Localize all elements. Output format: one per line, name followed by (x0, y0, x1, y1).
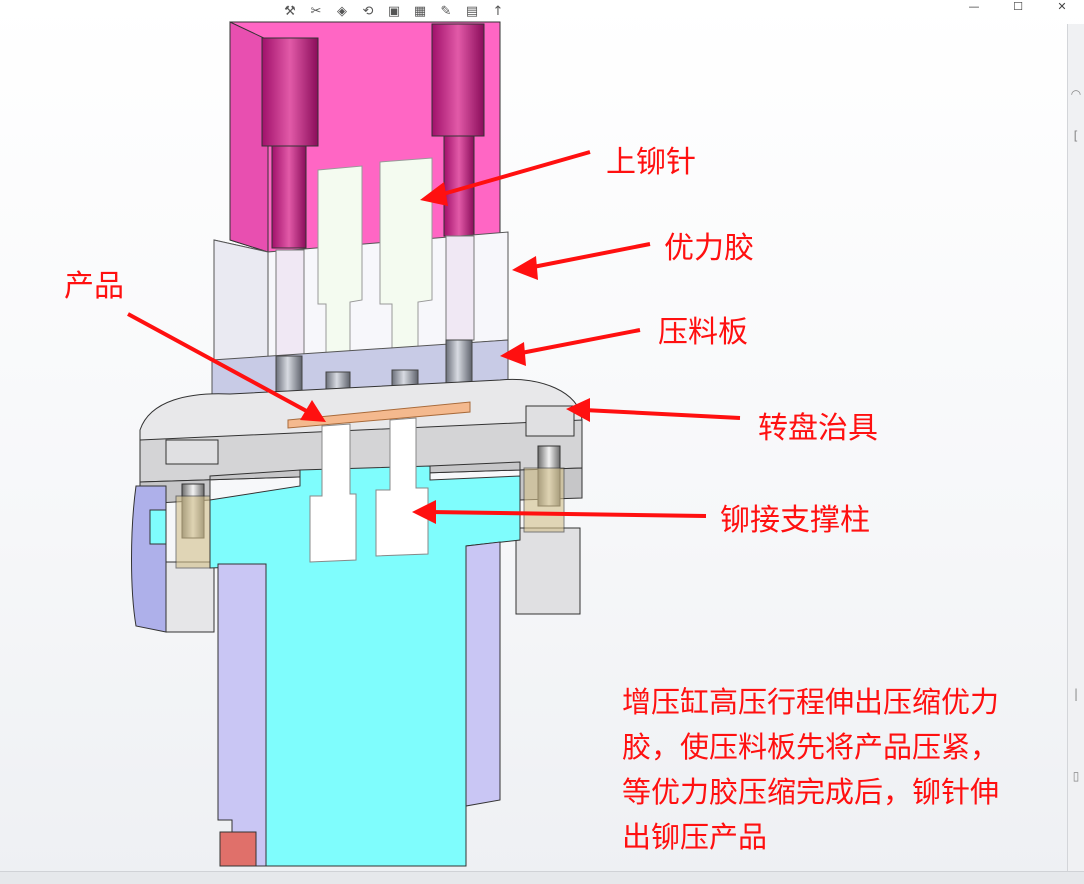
view-toolbar: ⚒ ✂ ◈ ⟲ ▣ ▦ ✎ ▤ ↑ (282, 0, 622, 24)
grid-icon[interactable]: ▦ (413, 4, 427, 19)
arrow-head-rivet-support-post (412, 500, 436, 524)
label-pressure-plate: 压料板 (658, 315, 748, 350)
process-description-note: 增压缸高压行程伸出压缩优力 胶，使压料板先将产品压紧， 等优力胶压缩完成后，铆针… (622, 685, 1000, 854)
side-blocks (131, 467, 581, 633)
label-upper-rivet-pin: 上铆针 (606, 145, 696, 180)
wrench-icon[interactable]: ⚒ (284, 4, 296, 19)
label-rivet-support-post: 铆接支撑柱 (720, 503, 870, 538)
panel-icon[interactable]: ▯ (1072, 769, 1080, 783)
arrow-upper-rivet-pin (435, 150, 591, 198)
tab-icon[interactable]: | (1073, 687, 1079, 701)
arrow-head-pressure-plate (500, 342, 526, 366)
view-icon[interactable]: ◈ (337, 4, 347, 19)
arrow-head-upper-rivet-pin (420, 182, 448, 206)
cube-icon[interactable]: ▣ (387, 4, 401, 19)
label-product: 产品 (64, 269, 124, 304)
label-turntable-fixture: 转盘治具 (758, 411, 878, 446)
status-bar-edge (0, 871, 1084, 884)
rivet-support-posts (309, 417, 429, 563)
pin-icon[interactable]: ↑ (492, 4, 504, 19)
task-pane-edge[interactable]: ◠ [ | ▯ (1067, 24, 1084, 874)
close-button[interactable]: ✕ (1057, 0, 1067, 13)
minimize-button[interactable]: — (968, 0, 980, 13)
window-controls: — ☐ ✕ (952, 0, 1084, 14)
lamp-icon[interactable]: ✎ (440, 4, 452, 19)
maximize-button[interactable]: ☐ (1013, 0, 1023, 13)
arrow-pressure-plate (515, 328, 641, 356)
rss-icon[interactable]: ◠ (1070, 87, 1082, 101)
arrow-product (127, 312, 313, 416)
arrow-turntable-fixture (583, 408, 741, 420)
product-part (287, 401, 471, 429)
bracket-icon[interactable]: [ (1073, 129, 1079, 143)
label-polyurethane: 优力胶 (664, 231, 754, 266)
annotation-arrows (127, 150, 741, 524)
upper-die-block (229, 21, 501, 253)
arrow-head-product (300, 400, 326, 422)
camera-icon[interactable]: ▤ (465, 4, 479, 19)
arrow-head-polyurethane (512, 256, 538, 280)
arrow-rivet-support-post (429, 510, 707, 518)
rotate-icon[interactable]: ⟲ (362, 4, 374, 19)
upper-rivet-pins (317, 157, 433, 375)
scissors-icon[interactable]: ✂ (310, 4, 322, 19)
arrow-polyurethane (527, 242, 651, 270)
arrow-head-turntable-fixture (566, 398, 590, 422)
support-base (209, 465, 521, 867)
